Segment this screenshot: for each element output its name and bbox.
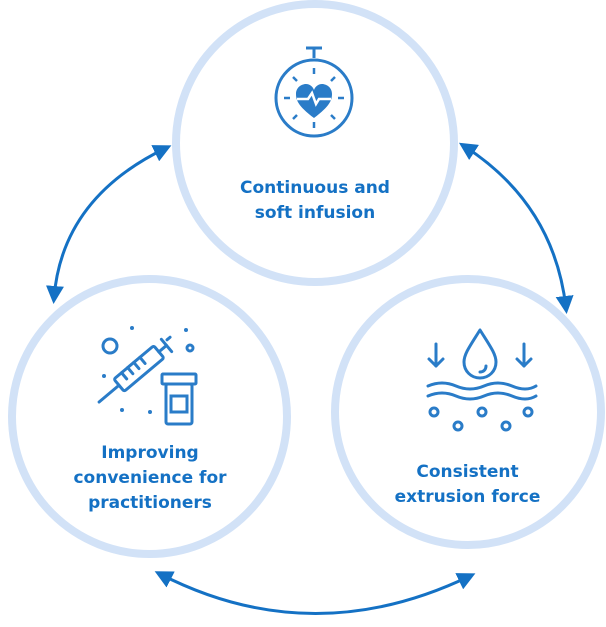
syringe-vial-icon: [97, 326, 198, 426]
node-right-label: Consistent extrusion force: [355, 460, 580, 510]
droplet-pressure-icon: [426, 328, 538, 432]
node-left-label-line3: practitioners: [88, 493, 212, 513]
node-right-label-line2: extrusion force: [394, 487, 541, 507]
arrow-top-right: [458, 142, 574, 314]
node-left-label-line2: convenience for: [73, 468, 227, 488]
node-left-label: Improving convenience for practitioners: [40, 441, 260, 516]
arrow-top-left: [45, 145, 172, 304]
node-left-label-line1: Improving: [101, 443, 199, 463]
node-right-label-line1: Consistent: [416, 462, 519, 482]
node-left-circle: [8, 275, 291, 558]
node-right-circle: [331, 275, 605, 549]
node-top-label-line2: soft infusion: [254, 203, 376, 223]
arrow-bottom: [154, 571, 476, 615]
node-top-label: Continuous and soft infusion: [200, 176, 430, 226]
heart-timer-icon: [274, 46, 354, 138]
node-top-label-line1: Continuous and: [240, 178, 390, 198]
